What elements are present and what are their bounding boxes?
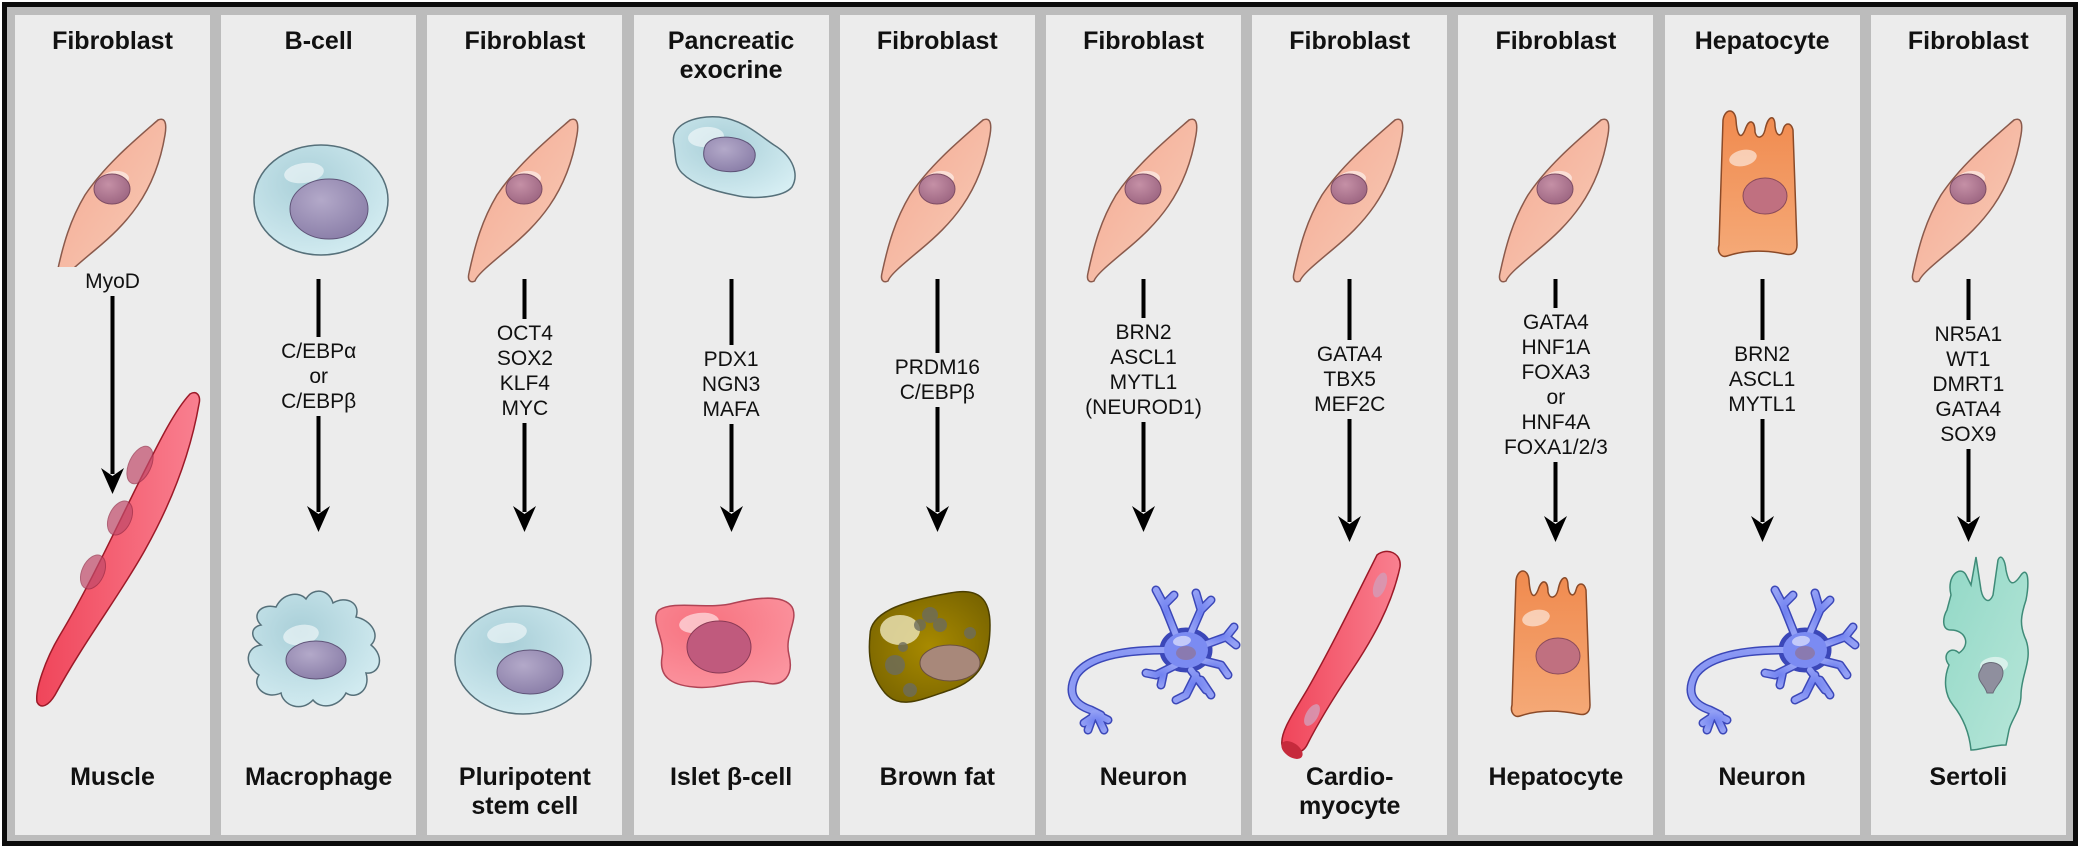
- conversion-panel-6: Fibroblast BRN2 ASCL1 MYTL1 (NEUROD1): [1046, 15, 1241, 835]
- conversion-panel-9: Hepatocyte BRN2 ASCL1 MYTL1: [1664, 15, 1860, 835]
- target-cell-label: Neuron: [1099, 763, 1188, 791]
- source-cell-label: Fibroblast: [1083, 27, 1204, 55]
- conversion-panel-1: Fibroblast MyoD: [15, 15, 210, 835]
- transcription-factors: BRN2 ASCL1 MYTL1: [1664, 340, 1860, 419]
- arrowhead: [1956, 516, 1980, 542]
- fibroblast-cell-icon: [1292, 118, 1404, 283]
- source-cell-label: Fibroblast: [52, 27, 173, 55]
- target-cell-label: Pluripotent stem cell: [458, 763, 591, 820]
- source-cell-label: Fibroblast: [1495, 27, 1617, 55]
- source-cell-label: Hepatocyte: [1694, 27, 1830, 55]
- conversion-panel-4: Pancreatic exocrine PDX1 NGN3 MAFA: [633, 15, 829, 835]
- islet-cell-icon: [654, 597, 795, 689]
- arrowhead: [307, 506, 331, 532]
- transcription-factors: GATA4 TBX5 MEF2C: [1252, 340, 1448, 419]
- source-cell-label: Fibroblast: [1289, 27, 1411, 55]
- neuron-cell-icon: [1067, 585, 1241, 735]
- macrophage-cell-icon: [247, 590, 381, 708]
- conversion-panel-3: Fibroblast OCT4 SOX2 KLF4 MYC: [427, 15, 623, 835]
- target-cell-label: Muscle: [70, 763, 155, 791]
- brownfat-cell-icon: [868, 590, 991, 703]
- arrowhead: [513, 506, 537, 532]
- target-cell-label: Macrophage: [245, 763, 393, 791]
- source-cell-label: Fibroblast: [876, 27, 998, 55]
- transcription-factors: OCT4 SOX2 KLF4 MYC: [427, 319, 623, 423]
- source-cell-label: Pancreatic exocrine: [667, 27, 795, 84]
- arrowhead: [1750, 516, 1774, 542]
- arrowhead: [719, 506, 743, 532]
- transcription-factors: PDX1 NGN3 MAFA: [633, 345, 829, 424]
- fibroblast-cell-icon: [468, 118, 579, 283]
- transcription-factors: BRN2 ASCL1 MYTL1 (NEUROD1): [1046, 318, 1241, 422]
- arrowhead: [1544, 516, 1568, 542]
- transcription-factors: C/EBPα or C/EBPβ: [221, 337, 417, 416]
- neuron-cell-icon: [1686, 585, 1860, 735]
- hepatocyte-cell-icon: [1717, 110, 1798, 258]
- fibroblast-cell-icon: [1911, 118, 2023, 283]
- arrowhead: [925, 506, 949, 532]
- fibroblast-cell-icon: [55, 118, 167, 283]
- conversion-panel-8: Fibroblast GATA4 HNF1A FOXA3 or HNF4A FO…: [1458, 15, 1654, 835]
- fibroblast-cell-icon: [1499, 118, 1610, 283]
- target-cell-label: Islet β-cell: [669, 763, 793, 791]
- arrowhead: [1132, 506, 1155, 532]
- conversion-panel-10: Fibroblast NR5A1 WT1 DMRT1 GATA4 SOX9: [1870, 15, 2066, 835]
- target-cell-label: Neuron: [1718, 763, 1806, 791]
- conversion-panel-5: Fibroblast PRDM16 C/EBPβ: [839, 15, 1035, 835]
- target-cell-label: Brown fat: [879, 763, 995, 791]
- transcription-factors: NR5A1 WT1 DMRT1 GATA4 SOX9: [1870, 320, 2066, 449]
- arrowhead: [1338, 516, 1362, 542]
- hepatocyte-cell-icon: [1511, 570, 1592, 718]
- source-cell-label: B-cell: [284, 27, 353, 55]
- conversion-panel-2: B-cell C/EBPα or C/EBPβ: [221, 15, 417, 835]
- stemcell-cell-icon: [454, 605, 593, 715]
- fibroblast-cell-icon: [1086, 118, 1198, 283]
- bcell-cell-icon: [253, 144, 389, 256]
- transcription-factors: GATA4 HNF1A FOXA3 or HNF4A FOXA1/2/3: [1458, 308, 1654, 462]
- muscle-cell-icon: [36, 392, 201, 707]
- target-cell-label: Cardio- myocyte: [1298, 763, 1401, 820]
- source-cell-label: Fibroblast: [1907, 27, 2029, 55]
- target-cell-label: Hepatocyte: [1488, 763, 1624, 791]
- conversion-panel-7: Fibroblast GATA4 TBX5 MEF2C: [1252, 15, 1448, 835]
- sertoli-cell-icon: [1942, 556, 2029, 751]
- source-cell-label: Fibroblast: [464, 27, 586, 55]
- cardiomyocyte-cell-icon: [1281, 550, 1401, 759]
- target-cell-label: Sertoli: [1929, 763, 2008, 791]
- transcription-factors: MyoD: [15, 267, 210, 296]
- fibroblast-cell-icon: [880, 118, 992, 283]
- transcription-factors: PRDM16 C/EBPβ: [839, 353, 1035, 407]
- exocrine-cell-icon: [672, 116, 796, 199]
